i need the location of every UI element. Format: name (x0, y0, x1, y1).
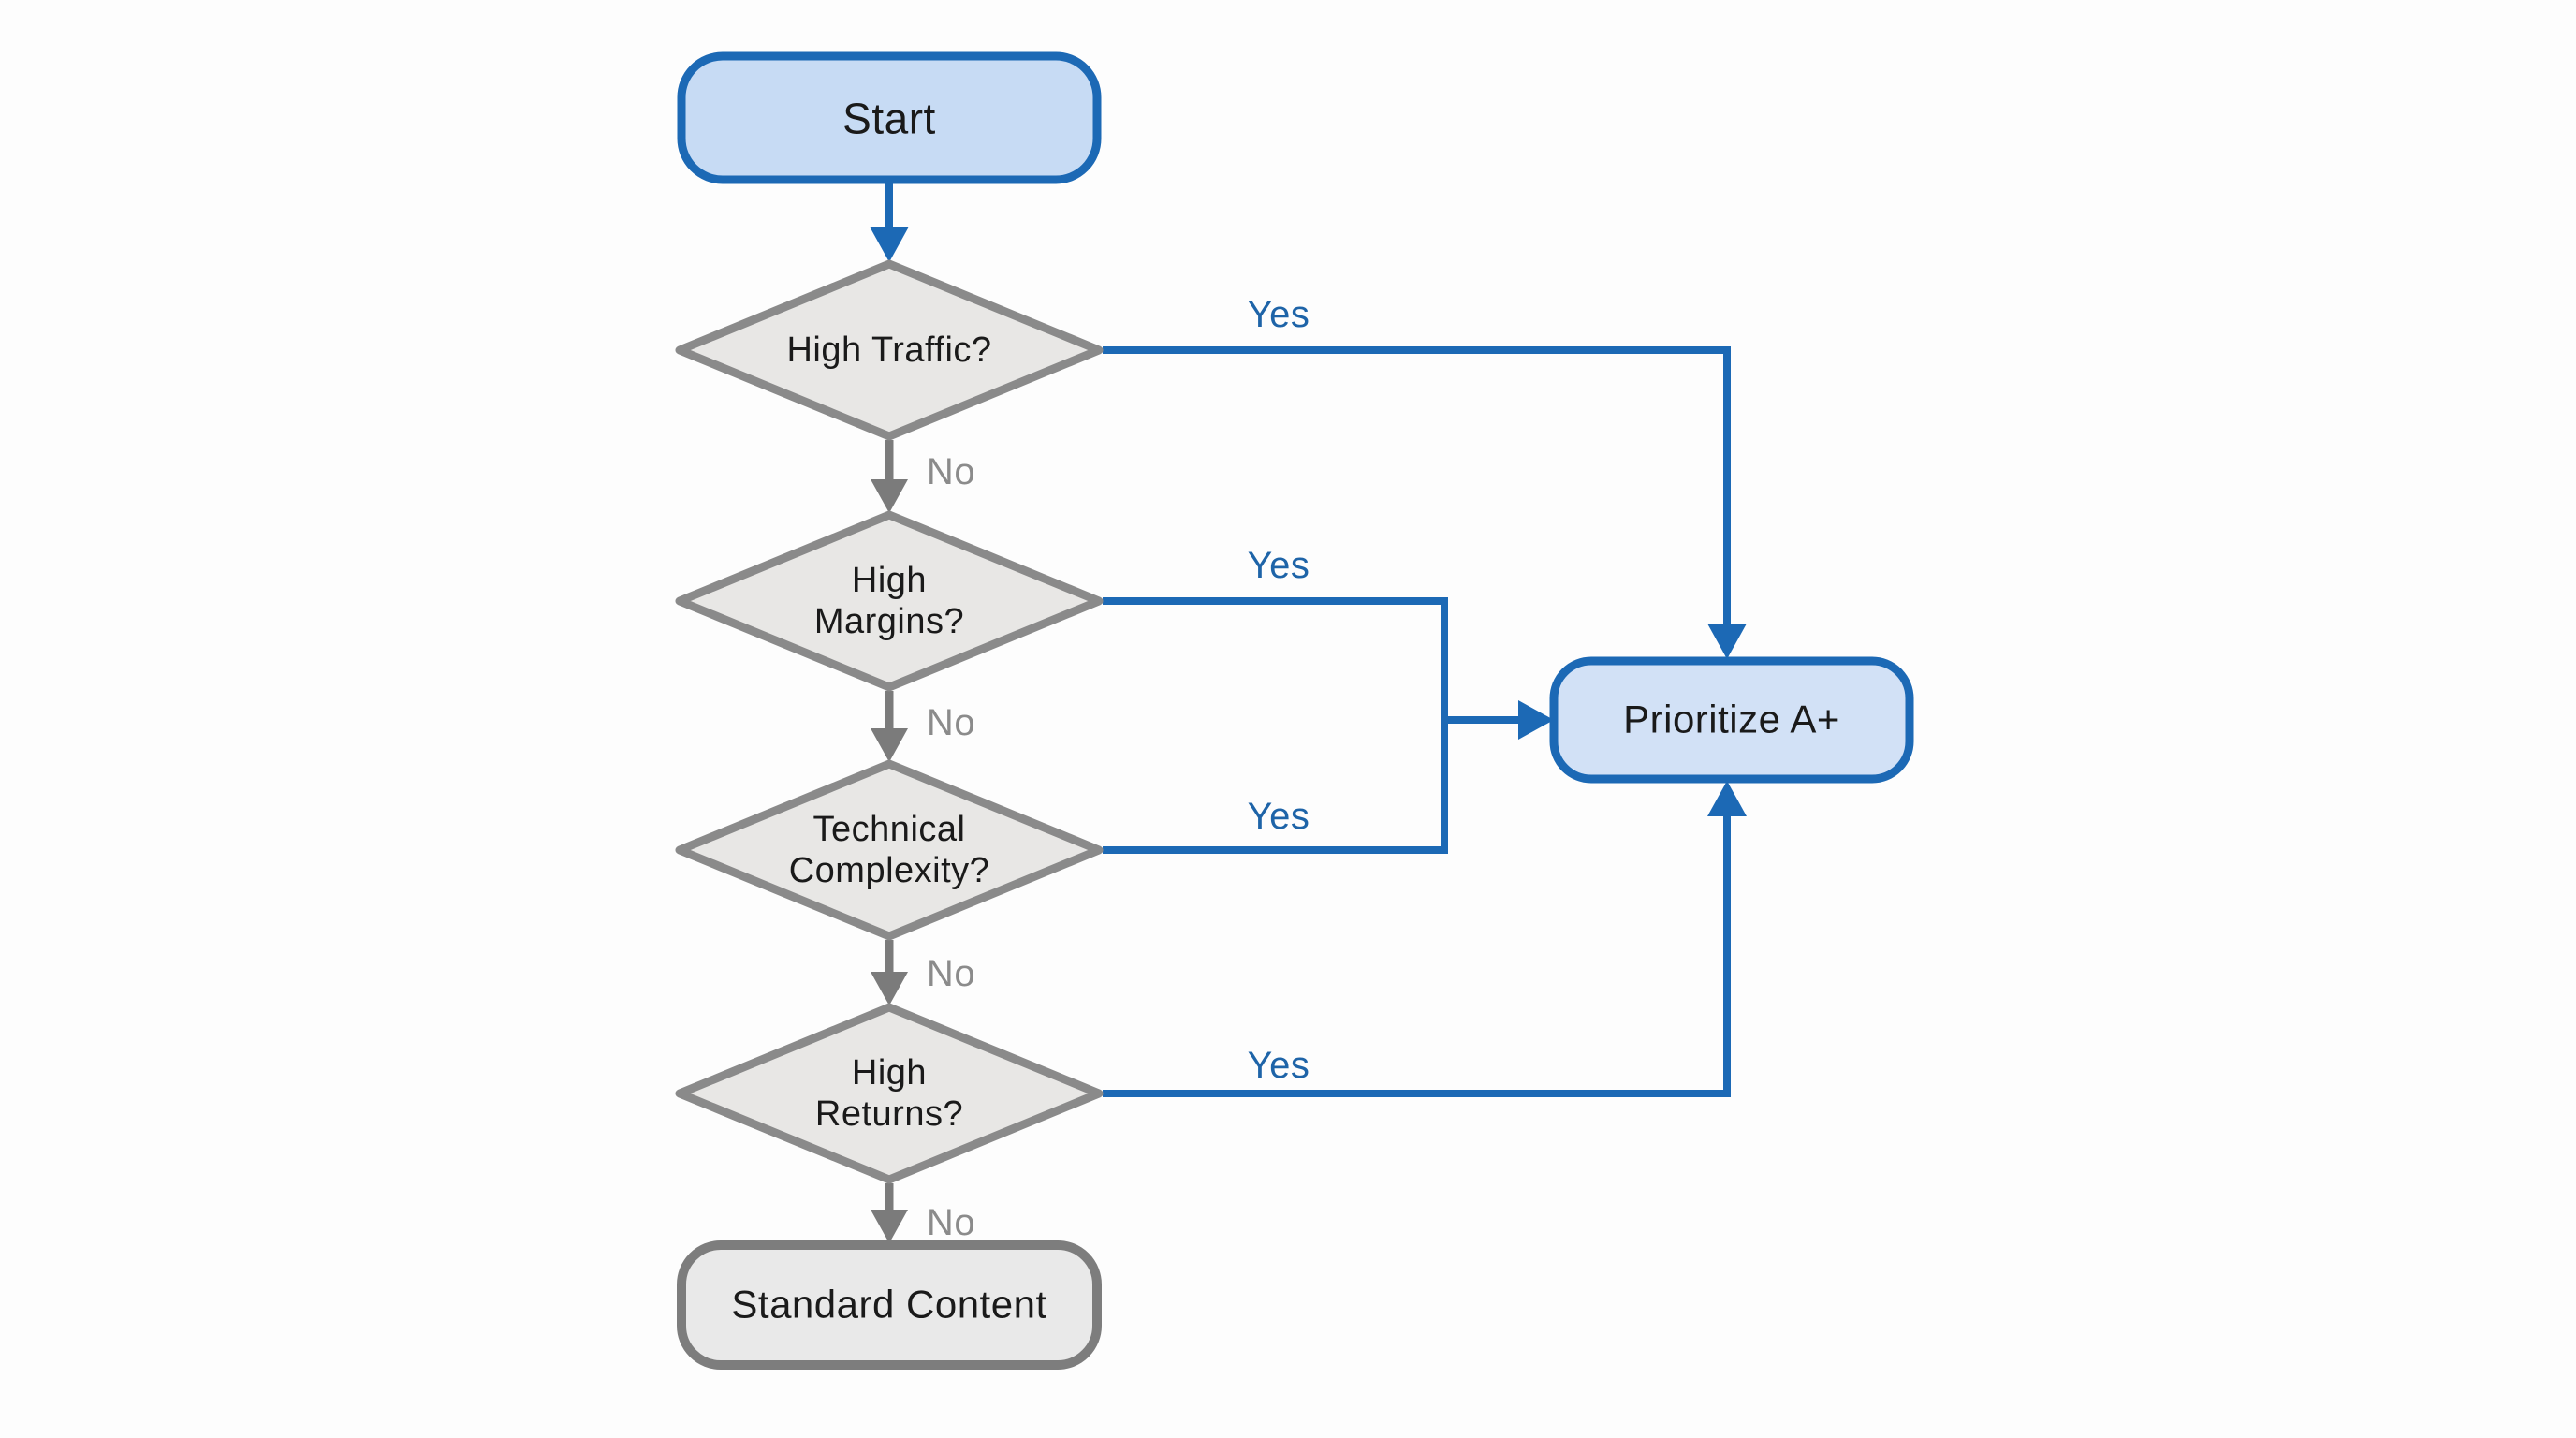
high-margins-yes-label: Yes (1247, 544, 1310, 586)
high-traffic-decision-shape (675, 259, 1104, 441)
high-returns-decision-shape (675, 1003, 1104, 1184)
edge-high-traffic-no-arrowhead-icon (871, 479, 908, 513)
start-node-label: Start (842, 94, 936, 143)
edge-margins-complexity-yes-bracket-line (1103, 597, 1448, 854)
edge-start-to-high-traffic-arrowhead-icon (870, 227, 909, 262)
high-returns-decision-label: High Returns? (814, 1052, 964, 1134)
technical-complexity-decision-label: Technical Complexity? (788, 809, 990, 890)
high-margins-decision-label: High Margins? (813, 560, 965, 641)
high-returns-no-label: No (926, 1201, 976, 1243)
high-margins-decision-shape (675, 510, 1104, 692)
prioritize-a-plus-node-label: Prioritize A+ (1623, 697, 1840, 741)
edge-high-returns-yes-arrowhead-icon (1707, 781, 1747, 816)
standard-content-node-label: Standard Content (731, 1282, 1047, 1327)
high-traffic-no-label: No (926, 450, 976, 492)
standard-content-node-shape (677, 1240, 1102, 1370)
edge-high-returns-no-arrowhead-icon (871, 1210, 908, 1243)
edge-high-returns-yes-line (1103, 816, 1731, 1097)
edge-high-traffic-yes-line (1103, 346, 1731, 625)
high-traffic-yes-label: Yes (1247, 293, 1310, 335)
edge-bracket-to-prioritize-arrowhead-icon (1518, 700, 1554, 740)
high-traffic-decision-label: High Traffic? (786, 330, 992, 370)
start-node-shape (677, 51, 1102, 184)
edge-technical-complexity-no-arrowhead-icon (871, 972, 908, 1005)
technical-complexity-yes-label: Yes (1247, 795, 1310, 837)
high-margins-no-label: No (926, 701, 976, 743)
edge-high-margins-no-arrowhead-icon (871, 728, 908, 762)
technical-complexity-no-label: No (926, 952, 976, 994)
edge-high-traffic-yes-arrowhead-icon (1707, 624, 1747, 659)
technical-complexity-decision-shape (675, 759, 1104, 941)
high-returns-yes-label: Yes (1247, 1044, 1310, 1086)
prioritize-a-plus-node-shape (1549, 656, 1914, 784)
